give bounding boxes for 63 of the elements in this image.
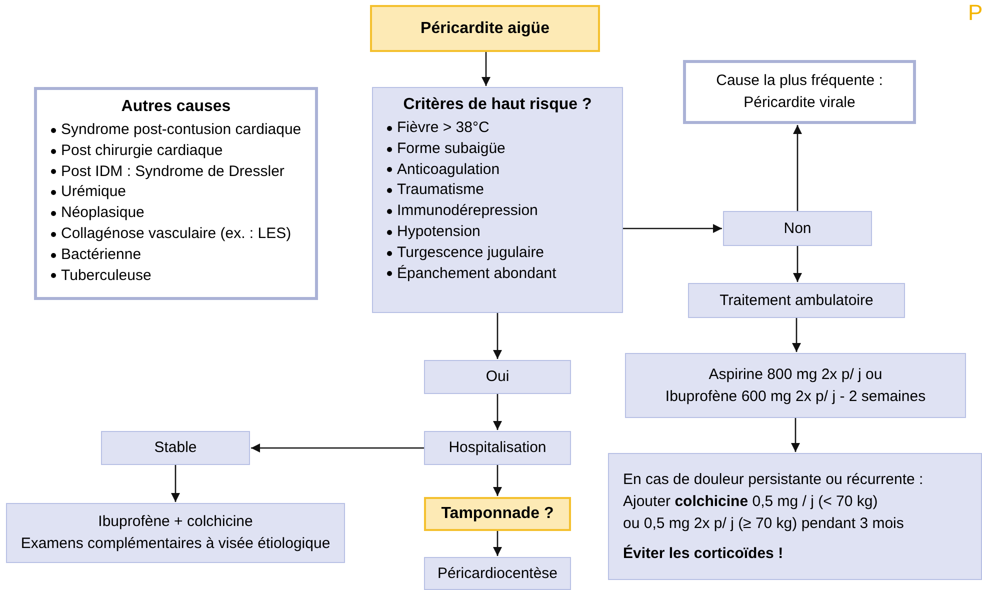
process-box bbox=[6, 503, 345, 563]
arrow bbox=[493, 313, 502, 359]
criteria-box bbox=[372, 87, 623, 313]
box-text: Stable bbox=[154, 438, 197, 458]
box-text: ou 0,5 mg 2x p/ j (≥ 70 kg) pendant 3 mois bbox=[623, 514, 904, 534]
bullet-item: Syndrome post-contusion cardiaque bbox=[61, 120, 302, 140]
process-box bbox=[424, 431, 571, 465]
process-box bbox=[101, 431, 250, 465]
bullet-item: Urémique bbox=[61, 182, 126, 202]
box-heading: Autres causes bbox=[120, 97, 232, 117]
arrow bbox=[493, 465, 502, 496]
bullet-item: Turgescence jugulaire bbox=[397, 242, 544, 263]
arrow bbox=[792, 318, 801, 352]
arrow bbox=[793, 246, 802, 282]
process-box bbox=[370, 5, 600, 52]
box-heading: Critères de haut risque ? bbox=[402, 95, 593, 115]
box-text: Éviter les corticoïdes ! bbox=[623, 544, 784, 564]
arrow bbox=[791, 418, 800, 452]
box-text: Péricardite virale bbox=[744, 93, 856, 113]
process-box bbox=[424, 360, 571, 394]
box-text: Péricardiocentèse bbox=[437, 564, 558, 584]
bullet-item: Bactérienne bbox=[61, 244, 142, 265]
bullet-item: Forme subaigüe bbox=[397, 138, 506, 159]
process-box bbox=[424, 497, 571, 531]
bullet-item: Fièvre > 38°C bbox=[397, 118, 490, 138]
bullet-item: Néoplasique bbox=[61, 203, 144, 224]
bullet-item: Épanchement abondant bbox=[397, 264, 556, 284]
arrow bbox=[623, 224, 722, 233]
process-box bbox=[608, 453, 982, 580]
box-text: Cause la plus fréquente : bbox=[716, 71, 883, 91]
page-letter: P bbox=[968, 0, 982, 27]
arrow bbox=[251, 444, 424, 452]
box-text: Ibuprofène + colchicine bbox=[98, 512, 253, 532]
box-text: Oui bbox=[486, 367, 510, 387]
arrow bbox=[493, 394, 502, 430]
bullet-item: Tuberculeuse bbox=[61, 266, 152, 286]
bullet-item: Immunodérepression bbox=[397, 201, 538, 222]
box-text: Ajouter colchicine 0,5 mg / j (< 70 kg) bbox=[623, 492, 878, 512]
process-box bbox=[683, 60, 916, 124]
bullet-item: Post IDM : Syndrome de Dressler bbox=[61, 162, 284, 182]
criteria-box bbox=[34, 87, 318, 300]
bullet-item: Anticoagulation bbox=[397, 160, 500, 180]
arrow bbox=[482, 52, 490, 86]
box-text: Hospitalisation bbox=[448, 438, 546, 458]
box-text: Examens complémentaires à visée étiologique bbox=[20, 534, 330, 554]
box-text: Aspirine 800 mg 2x p/ j ou bbox=[708, 364, 882, 384]
arrow bbox=[493, 531, 502, 556]
arrow bbox=[793, 125, 802, 211]
box-text: Ibuprofène 600 mg 2x p/ j - 2 semaines bbox=[665, 386, 926, 406]
arrow bbox=[171, 465, 180, 502]
box-text: En cas de douleur persistante ou récurrente : bbox=[623, 470, 924, 490]
box-text: Non bbox=[784, 218, 812, 238]
process-box bbox=[723, 211, 872, 246]
process-box bbox=[688, 283, 905, 318]
bullet-item: Post chirurgie cardiaque bbox=[61, 140, 223, 161]
bullet-item: Traumatisme bbox=[397, 180, 484, 200]
process-box bbox=[424, 557, 571, 590]
box-text: Péricardite aigüe bbox=[420, 18, 550, 38]
box-text: Traitement ambulatoire bbox=[720, 290, 874, 310]
box-text: Tamponnade ? bbox=[441, 504, 554, 524]
bullet-item: Collagénose vasculaire (ex. : LES) bbox=[61, 224, 292, 244]
process-box bbox=[625, 353, 966, 418]
bullet-item: Hypotension bbox=[397, 222, 480, 242]
